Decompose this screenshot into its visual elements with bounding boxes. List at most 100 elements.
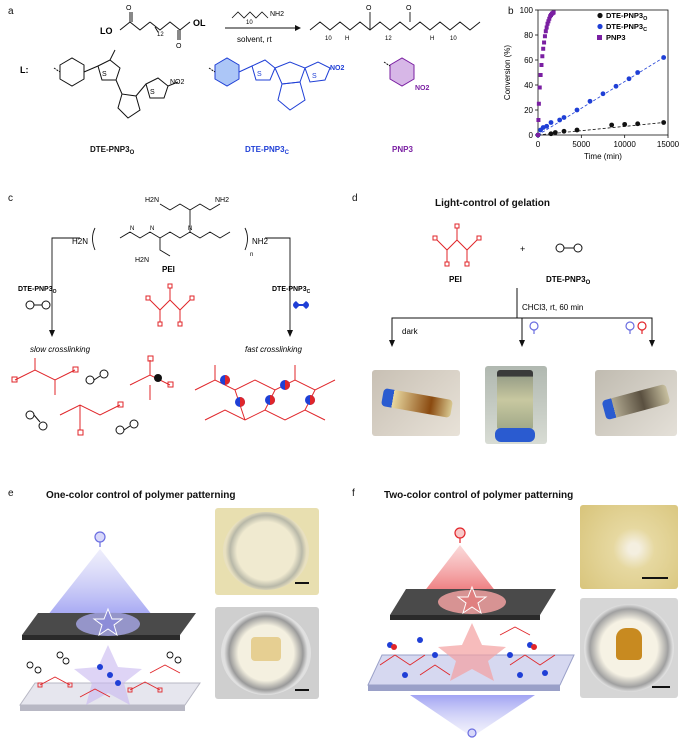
data-point [549, 131, 554, 136]
label-dte-closed: DTE-PNP3C [245, 145, 290, 156]
blue-bulb-bottom-f [468, 729, 476, 737]
blue-bulb-icon [530, 322, 538, 334]
pei-label-d: PEI [449, 275, 462, 284]
data-point [661, 55, 666, 60]
c-left-reagent: DTE-PNP3O [18, 286, 57, 295]
data-point [601, 91, 606, 96]
y-tick-label: 40 [524, 81, 533, 90]
data-point [552, 11, 556, 15]
fit-line [538, 58, 664, 136]
y-tick-label: 60 [524, 56, 533, 65]
panel-a-scheme: LO OL O O 12 NH2 10 solvent, rt O O H H … [20, 0, 490, 165]
film-photo-f1 [580, 505, 678, 589]
svg-text:N: N [150, 226, 154, 232]
svg-text:10: 10 [450, 36, 457, 42]
x-tick-label: 10000 [614, 140, 637, 149]
label-pnp3: PNP3 [392, 145, 413, 154]
amine-sub-10: 10 [246, 20, 253, 26]
data-point [545, 26, 549, 30]
data-point [544, 124, 549, 129]
svg-text:O: O [366, 5, 372, 12]
pei-label: PEI [162, 265, 175, 274]
data-point [536, 133, 540, 137]
reaction-condition: solvent, rt [237, 35, 272, 44]
open-switch-icon [26, 301, 50, 309]
L-label: L: [20, 65, 29, 75]
legend-marker [597, 35, 602, 40]
subscript-12-left: 12 [157, 32, 164, 38]
svg-text:H2N: H2N [135, 257, 149, 264]
data-point [538, 86, 542, 90]
carbonyl-o-right: O [176, 43, 182, 50]
pei-tree-icon [146, 284, 194, 326]
plot-frame [538, 10, 668, 135]
data-point [536, 118, 540, 122]
petri-photo-e1 [215, 508, 319, 595]
data-point [627, 76, 632, 81]
fast-network [195, 365, 335, 420]
data-point [557, 118, 562, 123]
panel-letter-e: e [8, 488, 14, 499]
dte-open-structure [60, 50, 178, 118]
petri-photo-f2 [580, 598, 678, 698]
fast-crosslinks [220, 375, 315, 407]
panel-d-scheme: PEI + DTE-PNP3O CHCl3, rt, 60 min dark [352, 210, 682, 350]
svg-text:S: S [312, 73, 317, 80]
x-tick-label: 0 [536, 140, 541, 149]
red-bulb-icon [638, 322, 646, 334]
data-point [609, 123, 614, 128]
svg-text:N: N [130, 226, 134, 232]
svg-text:N: N [188, 226, 192, 232]
svg-text:H: H [345, 36, 349, 42]
svg-text:S: S [102, 71, 107, 78]
reactant-right-L: OL [193, 18, 206, 28]
svg-text:S: S [257, 71, 262, 78]
open-switch-icon-d [556, 244, 582, 252]
vial-photo-dark [372, 370, 460, 436]
panel-e-illustration [0, 505, 210, 735]
y-tick-label: 100 [520, 6, 534, 15]
svg-text:12: 12 [385, 36, 392, 42]
svg-text:S: S [150, 89, 155, 96]
legend-label: PNP3 [606, 33, 626, 42]
data-point [549, 120, 554, 125]
carbonyl-o-left: O [126, 5, 132, 12]
fast-crosslinking: fast crosslinking [245, 345, 302, 354]
data-point [635, 121, 640, 126]
legend-label: DTE-PNP3O [606, 11, 648, 22]
x-tick-label: 5000 [572, 140, 590, 149]
data-point [540, 54, 544, 58]
vial-photo-two-color [595, 370, 677, 436]
panel-c-scheme: H2N NH2 n H2N H2N NH2 N N N PEI DTE-PNP3… [0, 190, 340, 450]
data-point [562, 115, 567, 120]
data-point [562, 129, 567, 134]
data-point [539, 73, 543, 77]
pnp3-structure [390, 58, 414, 86]
data-point [543, 34, 547, 38]
amine-reagent: NH2 [270, 11, 284, 18]
svg-text:O: O [406, 5, 412, 12]
x-axis-label: Time (min) [584, 152, 622, 161]
data-point [614, 84, 619, 89]
y-tick-label: 0 [529, 131, 534, 140]
diester-reactant [120, 12, 190, 40]
blue-bulb-icon-2 [626, 322, 634, 334]
data-point [575, 128, 580, 133]
data-point [541, 47, 545, 51]
data-point [622, 122, 627, 127]
label-dte-open: DTE-PNP3O [90, 145, 135, 156]
data-point [539, 63, 543, 67]
pei-n: n [250, 252, 253, 258]
vial-photo-blue [485, 366, 547, 444]
slow-crosslinking: slow crosslinking [30, 345, 91, 354]
svg-text:NH2: NH2 [215, 197, 229, 204]
panel-f-title: Two-color control of polymer patterning [384, 490, 573, 501]
no2-pnp: NO2 [415, 85, 430, 92]
y-tick-label: 20 [524, 106, 533, 115]
panel-f-illustration [360, 505, 580, 740]
panel-letter-f: f [352, 488, 355, 499]
data-point [553, 130, 558, 135]
panel-letter-a: a [8, 6, 14, 17]
petri-photo-e2 [215, 607, 319, 699]
panel-d-title: Light-control of gelation [435, 198, 550, 209]
